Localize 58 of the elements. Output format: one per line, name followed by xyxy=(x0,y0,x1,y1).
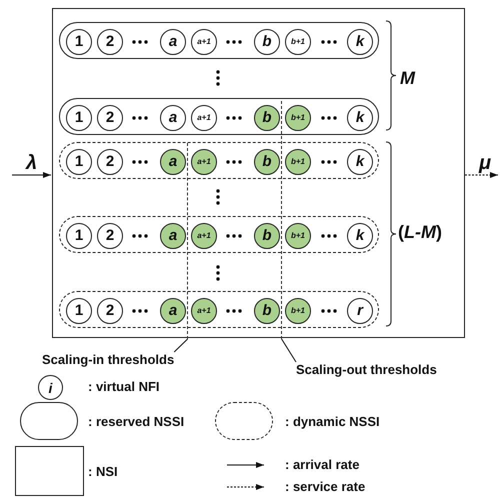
edge-label: λ xyxy=(26,152,38,175)
nfi-circle: k xyxy=(347,104,373,130)
nfi-circle: b+1 xyxy=(285,298,311,324)
nfi-circle: b+1 xyxy=(285,28,311,54)
nfi-circle: k xyxy=(347,222,373,248)
nfi-circle: 2 xyxy=(97,148,123,174)
legend-text: : NSI xyxy=(88,464,118,479)
threshold-label: Scaling-in thresholds xyxy=(42,352,174,367)
nfi-circle: 1 xyxy=(66,28,92,54)
nfi-circle: a+1 xyxy=(191,28,217,54)
nfi-circle: k xyxy=(347,28,373,54)
arrow xyxy=(464,172,498,178)
nfi-circle: 1 xyxy=(66,298,92,324)
nfi-circle: b+1 xyxy=(285,104,311,130)
nfi-circle: a+1 xyxy=(191,104,217,130)
nfi-circle: a+1 xyxy=(191,298,217,324)
legend-text: : virtual NFI xyxy=(88,379,160,394)
nssi-capsule xyxy=(59,98,379,135)
nfi-circle: a xyxy=(160,148,186,174)
legend-text: : service rate xyxy=(285,479,366,494)
threshold-line xyxy=(281,101,282,339)
nfi-circle: 2 xyxy=(97,222,123,248)
nssi-capsule xyxy=(59,216,379,253)
nsi-box xyxy=(52,8,465,338)
nfi-circle: b xyxy=(254,148,280,174)
nfi-circle: b xyxy=(254,28,280,54)
nfi-circle: a+1 xyxy=(191,222,217,248)
nfi-circle: 2 xyxy=(97,104,123,130)
nfi-circle: b+1 xyxy=(285,222,311,248)
nfi-circle: 1 xyxy=(66,222,92,248)
brace-label: (L-M) xyxy=(398,222,442,243)
nfi-circle: 1 xyxy=(66,148,92,174)
nfi-circle: a xyxy=(160,298,186,324)
nfi-circle: b xyxy=(254,298,280,324)
nfi-circle: a xyxy=(160,104,186,130)
nssi-capsule xyxy=(59,291,379,328)
edge-label: μ xyxy=(479,152,492,175)
brace-label: M xyxy=(400,68,415,89)
nfi-circle: k xyxy=(347,148,373,174)
nfi-circle: a+1 xyxy=(191,148,217,174)
nfi-circle: b xyxy=(254,222,280,248)
legend-nfi-circle: i xyxy=(38,375,63,400)
nfi-circle: 2 xyxy=(97,298,123,324)
legend-text: : arrival rate xyxy=(285,457,360,472)
nfi-circle: 2 xyxy=(97,28,123,54)
nfi-circle: b xyxy=(254,104,280,130)
legend-text: : dynamic NSSI xyxy=(285,414,380,429)
nfi-circle: r xyxy=(347,298,373,324)
nssi-capsule xyxy=(59,142,379,179)
nfi-circle: a xyxy=(160,28,186,54)
nfi-circle: a xyxy=(160,222,186,248)
threshold-line xyxy=(187,143,188,339)
legend-text: : reserved NSSI xyxy=(88,414,184,429)
arrow xyxy=(12,172,52,178)
nfi-circle: b+1 xyxy=(285,148,311,174)
nssi-capsule xyxy=(59,22,379,59)
threshold-label: Scaling-out thresholds xyxy=(296,362,437,377)
nfi-circle: 1 xyxy=(66,104,92,130)
